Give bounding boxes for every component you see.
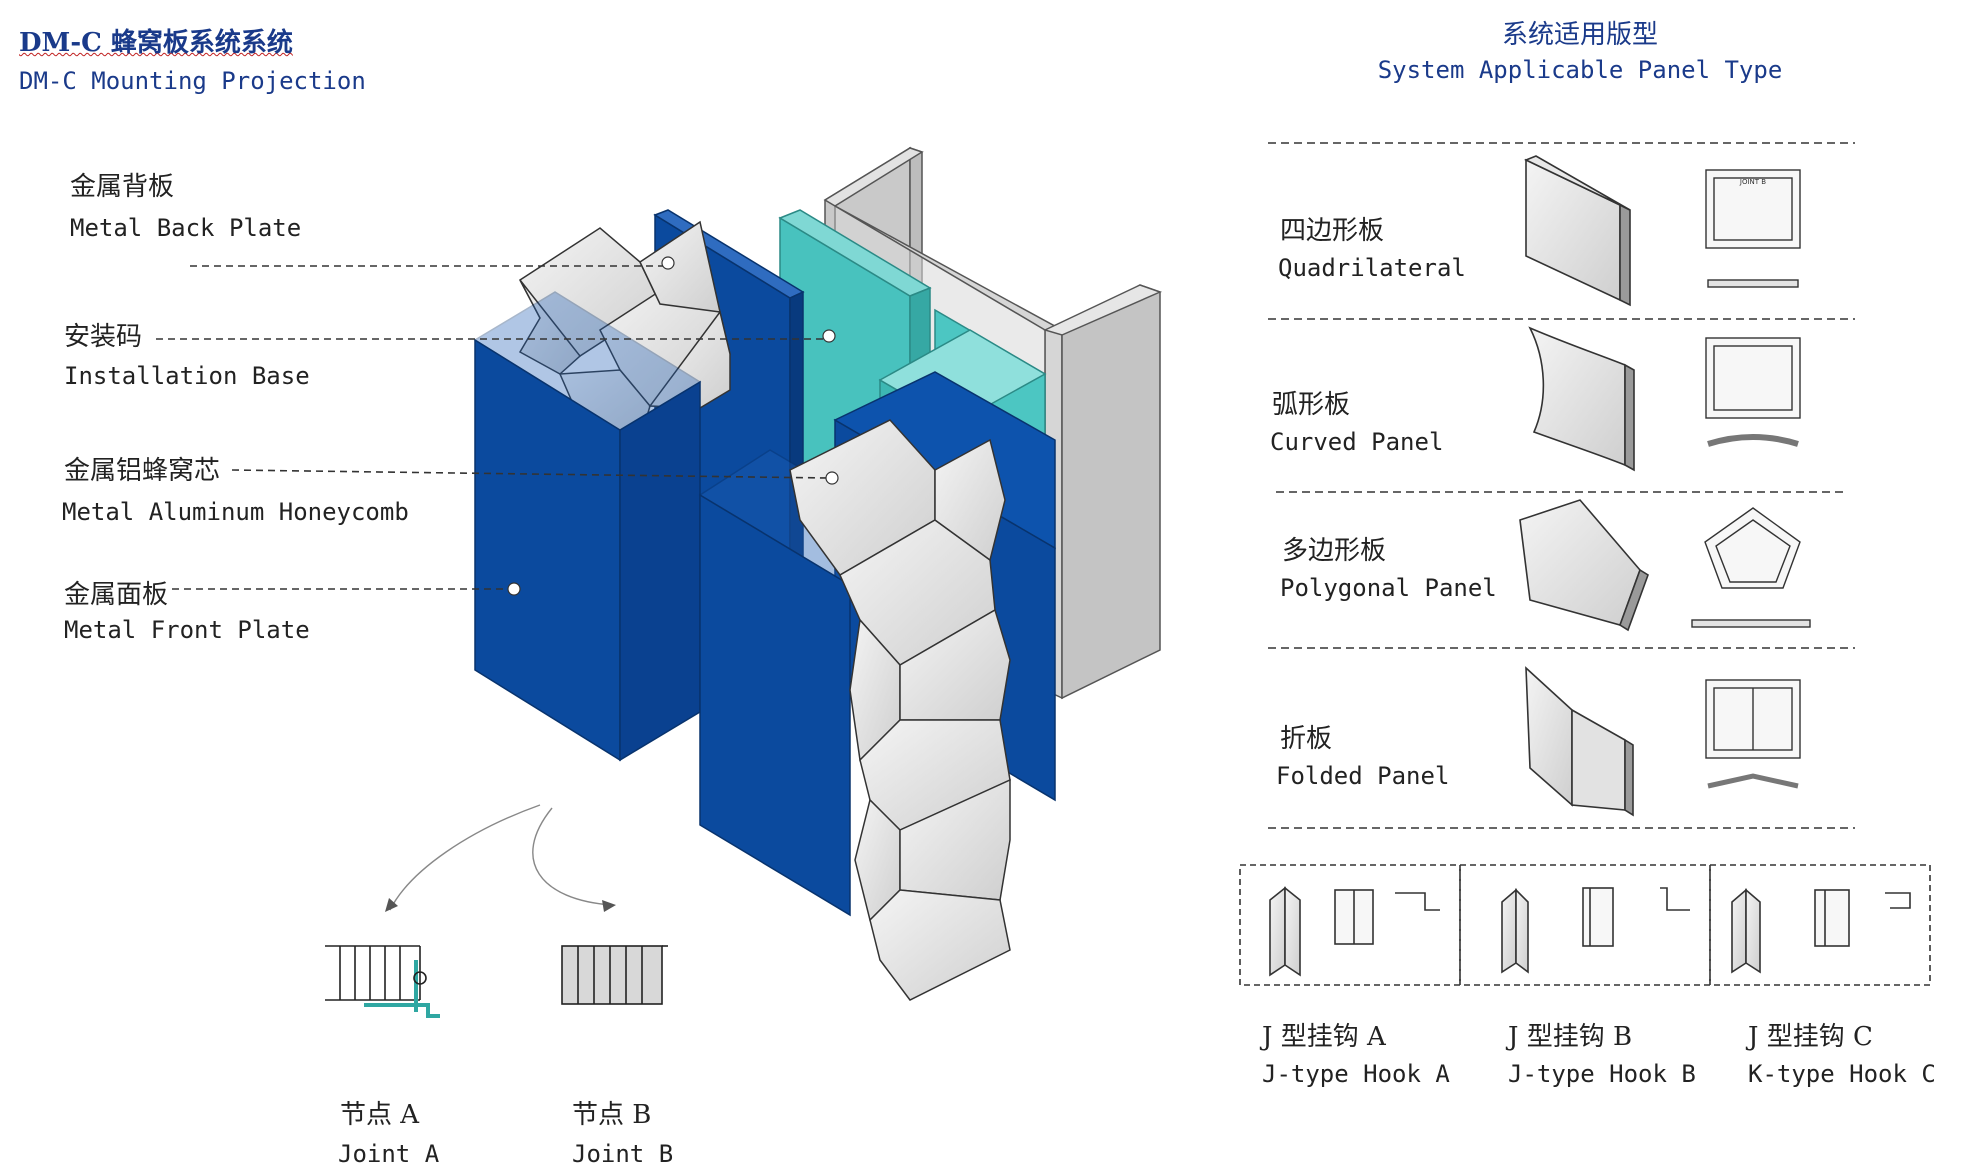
joint-a-drawing <box>325 946 440 1016</box>
quadrilateral-joint-plan <box>1706 170 1800 287</box>
curved-joint-plan <box>1706 338 1800 444</box>
arrow-head-right <box>602 900 616 912</box>
folded-panel-icon <box>1526 668 1633 815</box>
hook-a-drawing <box>1270 888 1440 975</box>
polygonal-joint-plan <box>1692 508 1810 627</box>
joint-b-drawing <box>562 946 668 1004</box>
hook-b-drawing <box>1502 888 1690 972</box>
joint-arrows <box>390 805 612 910</box>
polygonal-panel-icon <box>1520 500 1648 630</box>
hook-c-drawing <box>1732 890 1910 972</box>
quadrilateral-panel-icon <box>1526 156 1630 305</box>
folded-joint-plan <box>1706 680 1800 786</box>
curved-panel-icon <box>1530 328 1634 470</box>
quad-joint-b-text: JOINT B <box>1739 178 1766 186</box>
